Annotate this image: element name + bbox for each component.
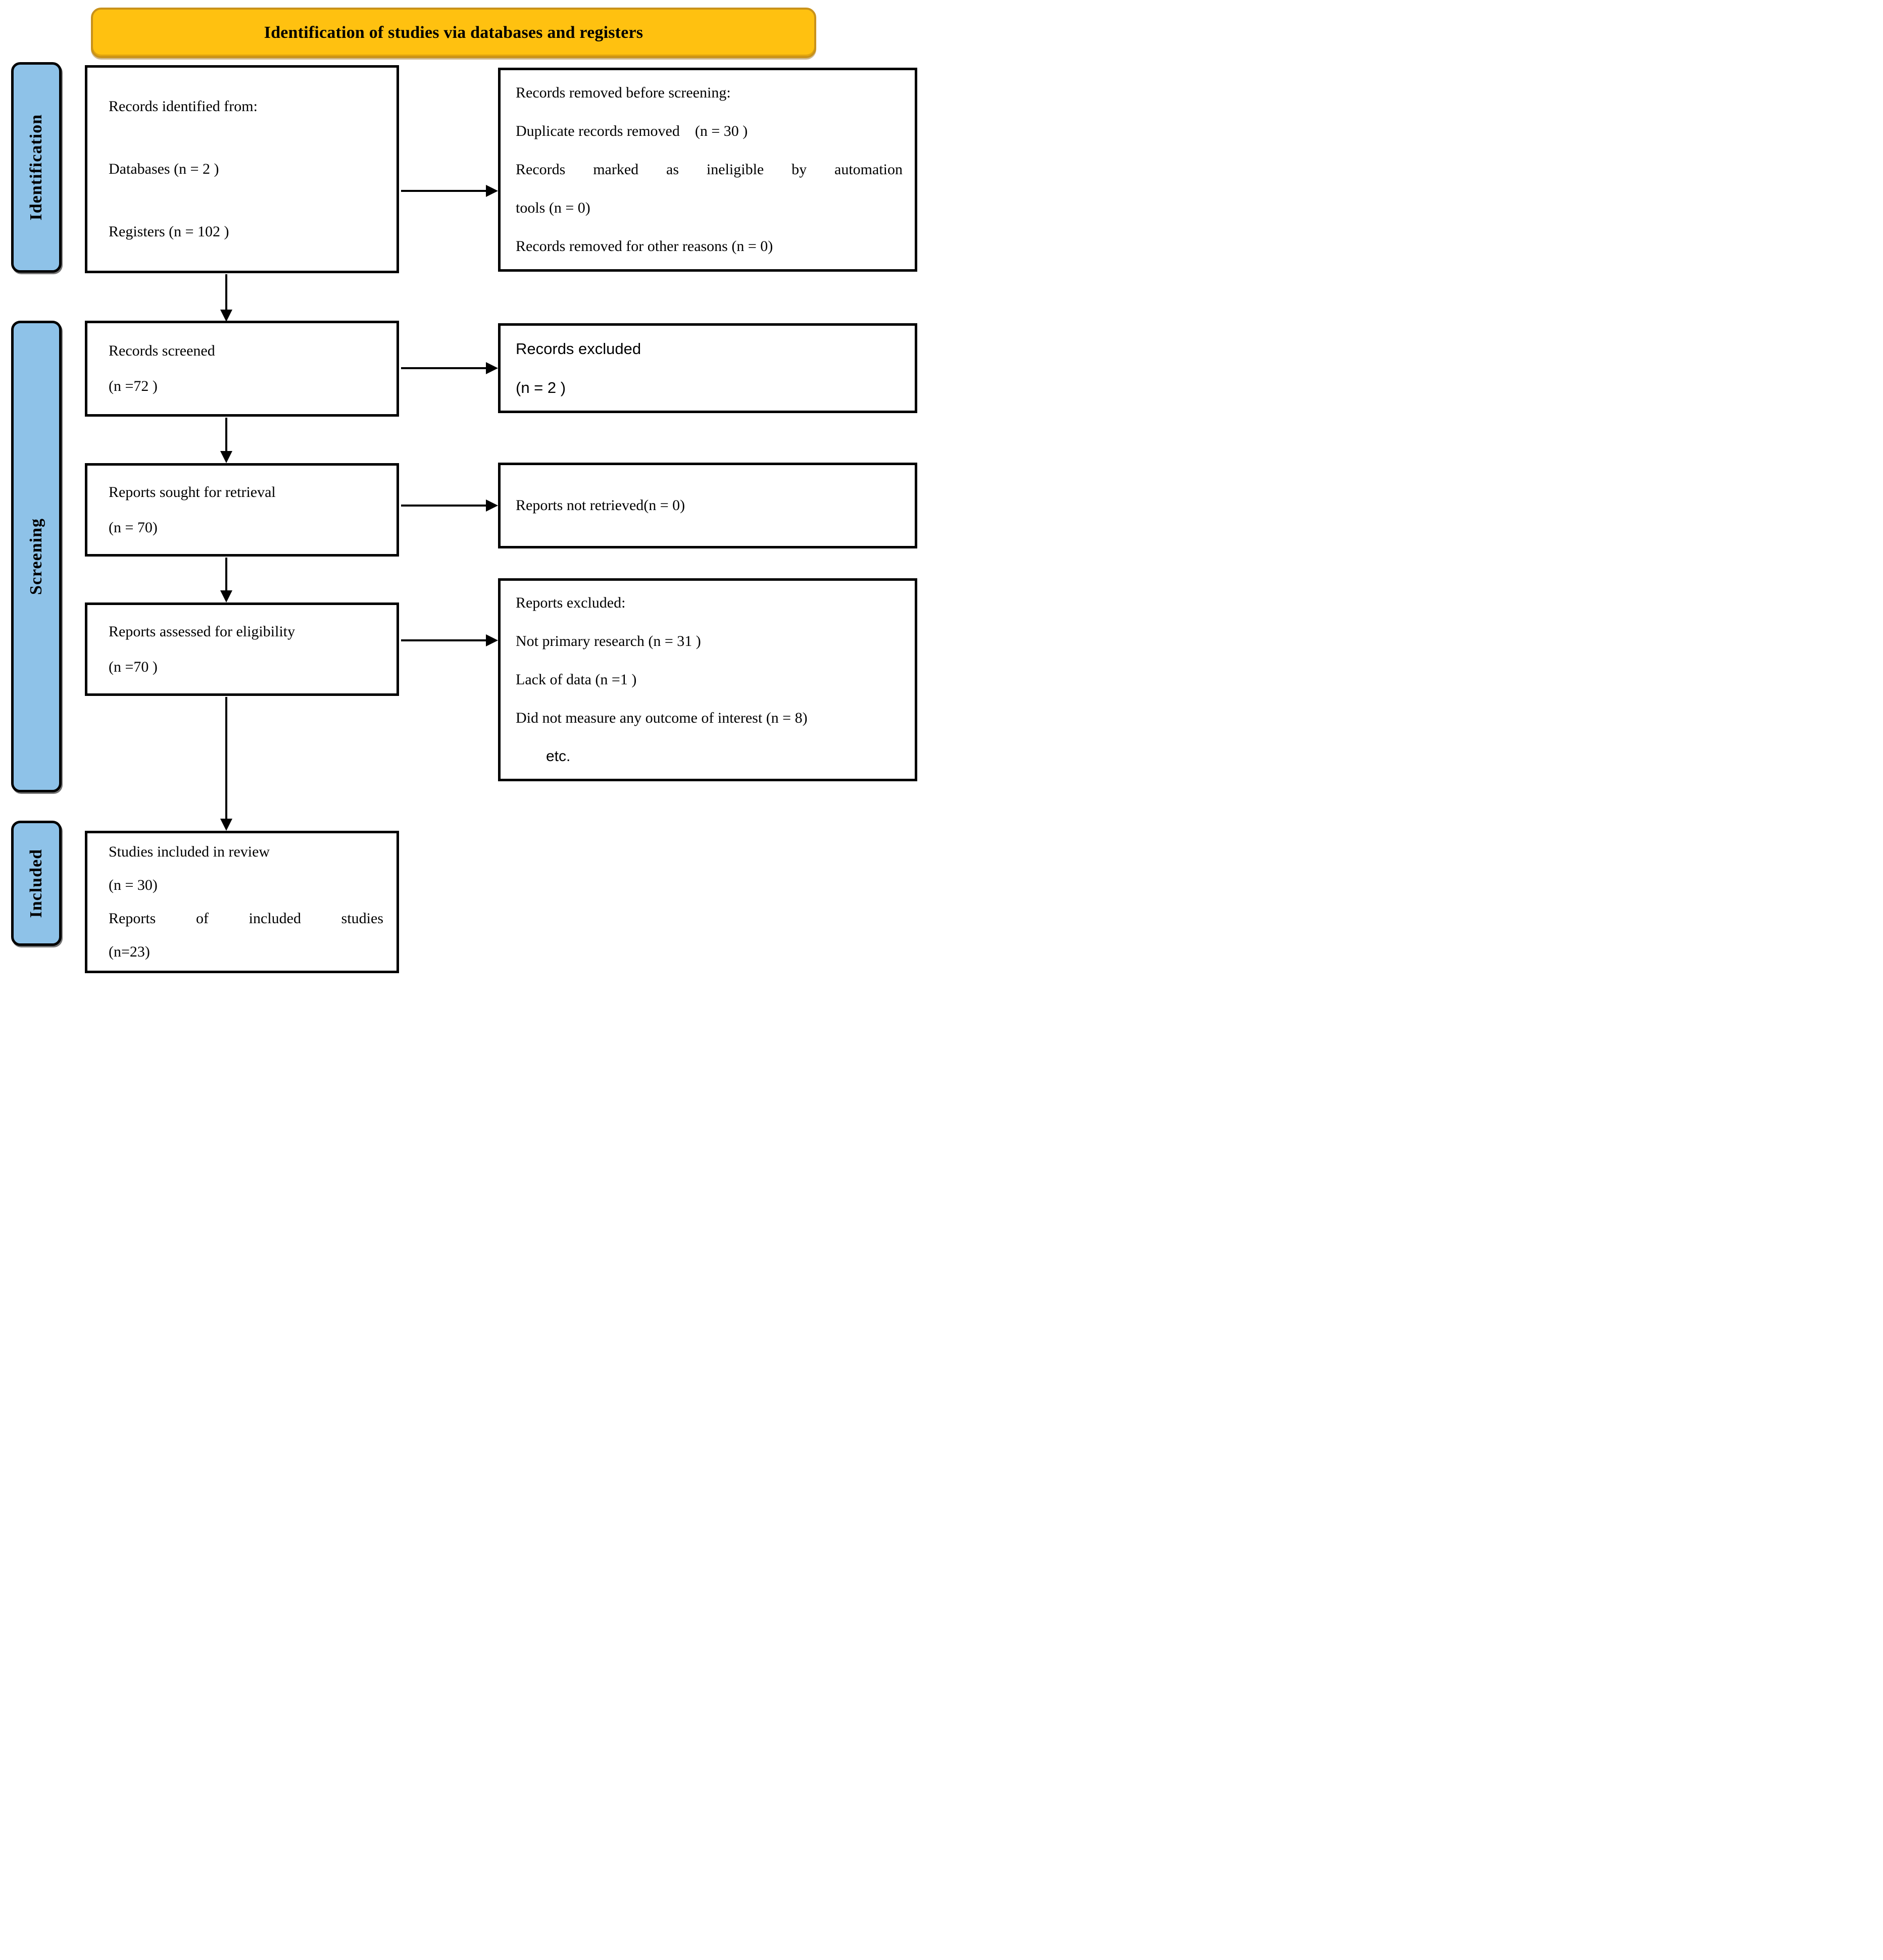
arrow-identified-to-removed: [401, 190, 487, 192]
stage-included-label: Included: [27, 848, 45, 918]
line: etc.: [546, 748, 571, 765]
arrowhead-down-icon: [220, 451, 232, 463]
line: Reports sought for retrieval: [109, 483, 276, 500]
box-reports-not-retrieved: Reports not retrieved(n = 0): [498, 463, 917, 548]
line: Reports assessed for eligibility: [109, 623, 295, 640]
line: Duplicate records removed (n = 30 ): [516, 123, 748, 139]
stage-included: Included: [11, 821, 62, 946]
arrowhead-down-icon: [220, 310, 232, 322]
line: Records removed for other reasons (n = 0…: [516, 238, 773, 255]
stage-identification-label: Identification: [27, 114, 45, 221]
box-records-screened: Records screened (n =72 ): [85, 321, 399, 417]
line: Records excluded: [516, 339, 641, 358]
line: (n = 30): [109, 877, 158, 893]
arrow-screened-to-excluded: [401, 367, 487, 369]
line: tools (n = 0): [516, 199, 590, 216]
line: Studies included in review: [109, 843, 270, 860]
arrow-screened-to-sought: [225, 418, 227, 451]
line: Reports excluded:: [516, 594, 626, 611]
arrow-assessed-to-reports-excluded: [401, 639, 487, 641]
line: (n = 2 ): [516, 379, 566, 396]
arrowhead-right-icon: [486, 362, 498, 374]
box-reports-excluded: Reports excluded: Not primary research (…: [498, 578, 917, 781]
arrow-sought-to-assessed: [225, 558, 227, 590]
box-studies-included: Studies included in review (n = 30) Repo…: [85, 831, 399, 973]
stage-screening-label: Screening: [27, 518, 45, 595]
line: Records identified from:: [109, 98, 258, 115]
stage-screening: Screening: [11, 321, 62, 792]
line: (n=23): [109, 943, 150, 960]
box-records-excluded: Records excluded (n = 2 ): [498, 323, 917, 413]
arrow-sought-to-not-retrieved: [401, 505, 487, 507]
arrowhead-down-icon: [220, 590, 232, 602]
box-records-identified: Records identified from: Databases (n = …: [85, 65, 399, 273]
arrowhead-right-icon: [486, 634, 498, 646]
line: Not primary research (n = 31 ): [516, 633, 701, 649]
line: Reports of included studies: [109, 910, 383, 927]
line: Records screened: [109, 342, 215, 359]
line: Records removed before screening:: [516, 84, 731, 101]
arrow-identified-to-screened: [225, 274, 227, 310]
banner: Identification of studies via databases …: [91, 8, 816, 58]
line: Lack of data (n =1 ): [516, 671, 637, 688]
line: Registers (n = 102 ): [109, 223, 229, 240]
line: Did not measure any outcome of interest …: [516, 710, 808, 726]
box-reports-assessed: Reports assessed for eligibility (n =70 …: [85, 602, 399, 696]
line: (n =72 ): [109, 378, 158, 394]
banner-title: Identification of studies via databases …: [264, 23, 643, 42]
arrowhead-down-icon: [220, 819, 232, 831]
arrowhead-right-icon: [486, 499, 498, 512]
line: Records marked as ineligible by automati…: [516, 161, 903, 178]
line: (n =70 ): [109, 658, 158, 675]
prisma-flow-diagram: Identification of studies via databases …: [0, 0, 942, 980]
box-records-removed: Records removed before screening: Duplic…: [498, 68, 917, 272]
line: (n = 70): [109, 519, 158, 536]
arrow-assessed-to-included: [225, 697, 227, 819]
line: Reports not retrieved(n = 0): [516, 497, 685, 514]
box-reports-sought: Reports sought for retrieval (n = 70): [85, 463, 399, 557]
line: Databases (n = 2 ): [109, 161, 219, 177]
arrowhead-right-icon: [486, 185, 498, 197]
stage-identification: Identification: [11, 62, 62, 273]
